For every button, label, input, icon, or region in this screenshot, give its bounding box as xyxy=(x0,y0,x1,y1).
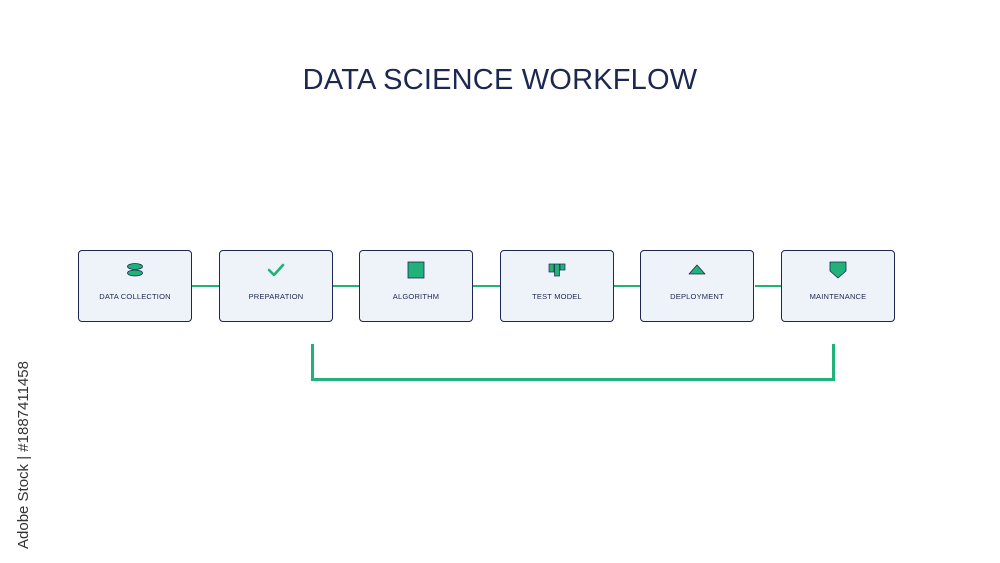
stock-credit-text: Adobe Stock | #1887411458 xyxy=(15,361,32,549)
connector-3-4 xyxy=(473,285,500,287)
step-preparation: PREPARATION xyxy=(219,250,333,322)
connector-2-3 xyxy=(333,285,360,287)
database-icon xyxy=(79,261,191,279)
connector-4-5 xyxy=(614,285,641,287)
step-deployment: DEPLOYMENT xyxy=(640,250,754,322)
feedback-loop-connector xyxy=(311,344,835,381)
step-label: TEST MODEL xyxy=(532,292,582,301)
connector-1-2 xyxy=(192,285,219,287)
shield-down-icon xyxy=(782,261,894,279)
bar-blocks-icon xyxy=(501,261,613,279)
step-algorithm: ALGORITHM xyxy=(359,250,473,322)
connector-5-6 xyxy=(755,285,782,287)
step-data-collection: DATA COLLECTION xyxy=(78,250,192,322)
step-label: DEPLOYMENT xyxy=(670,292,724,301)
triangle-up-icon xyxy=(641,261,753,279)
checkmark-icon xyxy=(220,261,332,279)
diagram-title: DATA SCIENCE WORKFLOW xyxy=(302,64,698,96)
step-label: ALGORITHM xyxy=(392,292,440,301)
step-label: PREPARATION xyxy=(248,292,304,301)
step-label: MAINTENANCE xyxy=(809,292,867,301)
stock-credit: Adobe Stock | #1887411458 xyxy=(15,361,32,549)
step-maintenance: MAINTENANCE xyxy=(781,250,895,322)
step-test-model: TEST MODEL xyxy=(500,250,614,322)
square-icon xyxy=(360,261,472,279)
step-label: DATA COLLECTION xyxy=(99,292,171,301)
